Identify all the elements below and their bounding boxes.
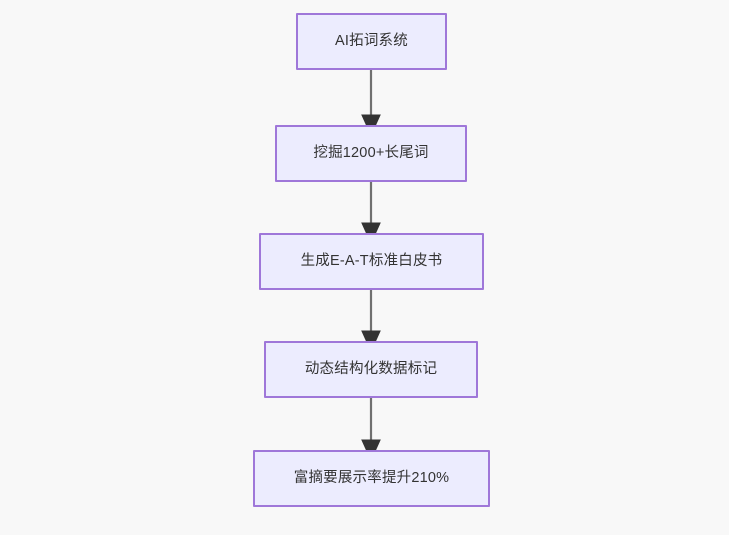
node-label: 挖掘1200+长尾词 bbox=[313, 145, 429, 162]
node-label: 富摘要展示率提升210% bbox=[293, 470, 450, 487]
flowchart-node-generate-eat-whitepaper[interactable]: 生成E-A-T标准白皮书 bbox=[259, 233, 484, 290]
node-label: AI拓词系统 bbox=[335, 33, 408, 50]
flowchart-node-dynamic-structured-data-markup[interactable]: 动态结构化数据标记 bbox=[264, 341, 478, 398]
flowchart-node-ai-keyword-system[interactable]: AI拓词系统 bbox=[296, 13, 447, 70]
node-label: 动态结构化数据标记 bbox=[304, 361, 438, 378]
flowchart-node-rich-snippet-impression-lift[interactable]: 富摘要展示率提升210% bbox=[253, 450, 490, 507]
flowchart-node-mine-longtail-keywords[interactable]: 挖掘1200+长尾词 bbox=[275, 125, 467, 182]
node-label: 生成E-A-T标准白皮书 bbox=[300, 253, 443, 270]
